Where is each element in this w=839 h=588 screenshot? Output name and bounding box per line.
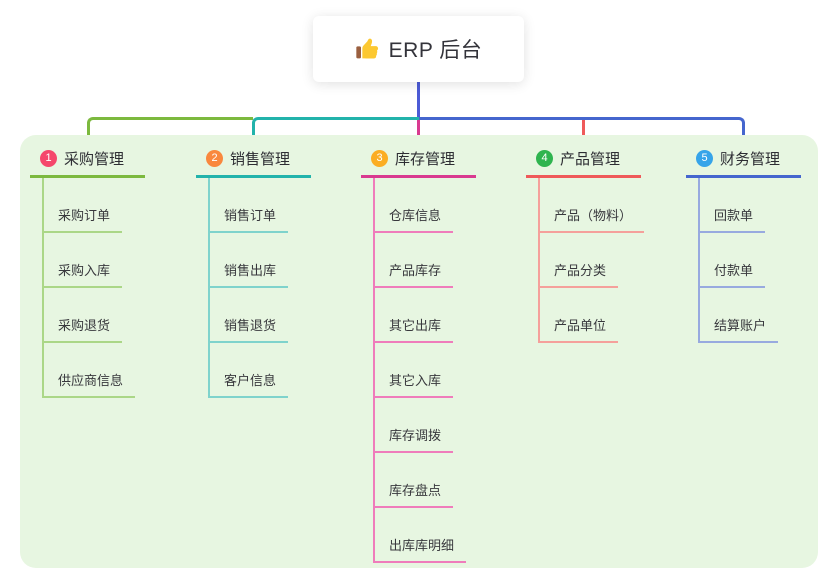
child-node-label[interactable]: 付款单 [698,260,766,288]
child-node-label[interactable]: 产品库存 [373,260,454,288]
root-connector [417,82,420,120]
branch-node-5[interactable]: 5 财务管理 [686,148,801,178]
branch-node-4[interactable]: 4 产品管理 [526,148,641,178]
child-node-label[interactable]: 库存盘点 [373,480,454,508]
branch-4-child-3: 产品单位 [538,288,641,343]
branch-children-connector [42,178,44,398]
branch-children-connector [373,178,375,563]
child-node-label[interactable]: 其它出库 [373,315,454,343]
child-node-label[interactable]: 其它入库 [373,370,454,398]
branch-node-label: 销售管理 [230,151,291,168]
branch-children: 回款单付款单结算账户 [698,178,801,343]
root-node[interactable]: ERP 后台 [313,16,524,82]
branch-2-child-3: 销售退货 [208,288,311,343]
branch-3-connector [417,120,420,144]
branch-5-child-1: 回款单 [698,178,801,233]
branch-4-connector [582,120,585,144]
branch-node-label: 财务管理 [720,151,781,168]
branch-2-child-4: 客户信息 [208,343,311,398]
child-node-label[interactable]: 销售出库 [208,260,289,288]
branch-column-1: 1 采购管理 采购订单采购入库采购退货供应商信息 [30,148,145,398]
branch-1-child-3: 采购退货 [42,288,145,343]
branch-node-label: 库存管理 [395,151,456,168]
branch-children-connector [538,178,540,343]
thumbs-up-icon [356,38,378,59]
branch-children: 产品（物料） 产品分类产品单位 [538,178,645,343]
branch-node-1[interactable]: 1 采购管理 [30,148,145,178]
branch-3-child-3: 其它出库 [373,288,476,343]
branch-1-child-1: 采购订单 [42,178,145,233]
branch-2-connector [252,117,419,144]
branch-4-child-2: 产品分类 [538,233,641,288]
branch-1-connector [87,117,253,144]
child-node-label[interactable]: 回款单 [698,205,766,233]
branch-3-child-1: 仓库信息 [373,178,476,233]
branch-3-child-7: 出库库明细 [373,508,476,563]
child-node-label[interactable]: 客户信息 [208,370,289,398]
branches-panel [20,135,818,568]
branch-3-child-4: 其它入库 [373,343,476,398]
child-node-label[interactable]: 产品单位 [538,315,619,343]
branch-children-connector [698,178,700,343]
branch-children-connector [208,178,210,398]
branch-number-badge: 4 [536,150,553,167]
child-node-label[interactable]: 库存调拨 [373,425,454,453]
branch-1-child-4: 供应商信息 [42,343,145,398]
branch-children: 销售订单销售出库销售退货客户信息 [208,178,311,398]
branch-node-label: 采购管理 [64,151,125,168]
branch-number-badge: 3 [371,150,388,167]
child-node-label[interactable]: 采购退货 [42,315,123,343]
branch-number-badge: 2 [206,150,223,167]
branch-3-child-6: 库存盘点 [373,453,476,508]
branch-1-child-2: 采购入库 [42,233,145,288]
branch-column-5: 5 财务管理 回款单付款单结算账户 [686,148,801,343]
branch-node-3[interactable]: 3 库存管理 [361,148,476,178]
branch-children: 仓库信息产品库存其它出库其它入库库存调拨库存盘点出库库明细 [373,178,476,563]
branch-3-child-2: 产品库存 [373,233,476,288]
branch-5-connector [419,117,745,144]
branch-number-badge: 5 [696,150,713,167]
branch-2-child-2: 销售出库 [208,233,311,288]
child-node-label[interactable]: 出库库明细 [373,535,467,563]
branch-column-2: 2 销售管理 销售订单销售出库销售退货客户信息 [196,148,311,398]
child-node-label[interactable]: 仓库信息 [373,205,454,233]
branch-2-child-1: 销售订单 [208,178,311,233]
child-node-label[interactable]: 销售订单 [208,205,289,233]
child-node-label[interactable]: 产品（物料） [538,205,645,233]
branch-5-child-2: 付款单 [698,233,801,288]
branch-number-badge: 1 [40,150,57,167]
branch-children: 采购订单采购入库采购退货供应商信息 [42,178,145,398]
branch-node-2[interactable]: 2 销售管理 [196,148,311,178]
branch-5-child-3: 结算账户 [698,288,801,343]
root-node-label: ERP 后台 [388,39,483,62]
branch-column-3: 3 库存管理 仓库信息产品库存其它出库其它入库库存调拨库存盘点出库库明细 [361,148,476,563]
branch-4-child-1: 产品（物料） [538,178,645,233]
child-node-label[interactable]: 结算账户 [698,315,779,343]
branch-node-label: 产品管理 [560,151,621,168]
branch-3-child-5: 库存调拨 [373,398,476,453]
child-node-label[interactable]: 产品分类 [538,260,619,288]
child-node-label[interactable]: 采购订单 [42,205,123,233]
branch-column-4: 4 产品管理 产品（物料） 产品分类产品单位 [526,148,645,343]
child-node-label[interactable]: 销售退货 [208,315,289,343]
child-node-label[interactable]: 采购入库 [42,260,123,288]
child-node-label[interactable]: 供应商信息 [42,370,136,398]
